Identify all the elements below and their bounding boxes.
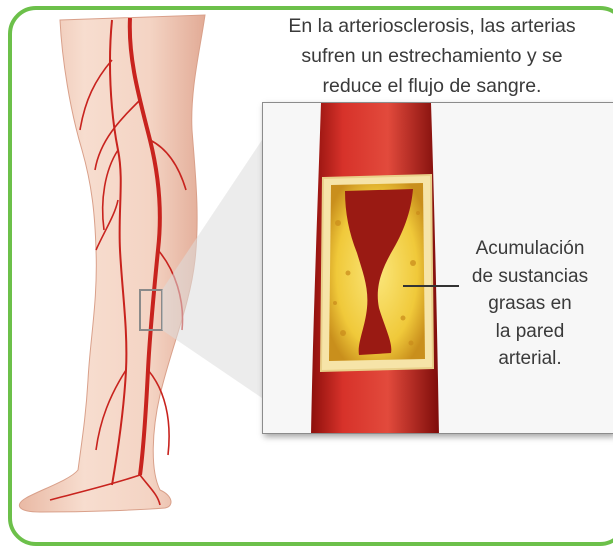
callout-line-text: grasas en xyxy=(460,290,600,318)
caption-line: En la arteriosclerosis, las arterias xyxy=(262,11,602,41)
callout-line-text: Acumulación xyxy=(460,235,600,263)
caption-line: reduce el flujo de sangre. xyxy=(262,71,602,101)
callout-line-text: arterial. xyxy=(460,345,600,373)
illustration-panel: En la arteriosclerosis, las arterias suf… xyxy=(0,0,613,526)
plaque-callout-label: Acumulación de sustancias grasas en la p… xyxy=(460,235,600,373)
callout-line-text: la pared xyxy=(460,318,600,346)
caption: En la arteriosclerosis, las arterias suf… xyxy=(262,11,602,101)
caption-line: sufren un estrechamiento y se xyxy=(262,41,602,71)
callout-line-text: de sustancias xyxy=(460,263,600,291)
leg-silhouette xyxy=(19,15,205,512)
